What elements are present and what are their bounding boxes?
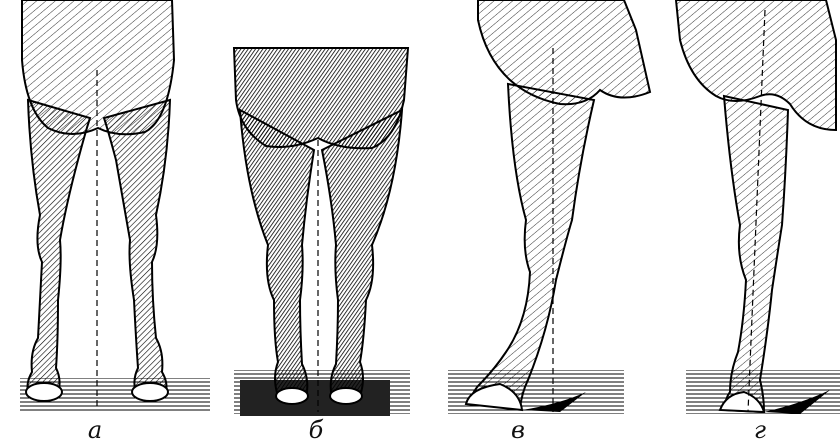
caption-v: в [498, 418, 538, 442]
ground-shadow [240, 380, 390, 416]
right-hoof [330, 388, 362, 404]
right-leg [104, 100, 170, 394]
panel-v-drawing [448, 0, 650, 414]
right-leg [322, 110, 402, 398]
left-hoof [276, 388, 308, 404]
shoulder [478, 0, 650, 104]
leg [470, 84, 594, 408]
left-hoof [26, 383, 62, 401]
panel-g-drawing [676, 0, 840, 414]
caption-a: а [75, 418, 115, 442]
caption-g: г [740, 418, 780, 442]
leg [724, 96, 788, 412]
panel-a-drawing [20, 0, 210, 412]
caption-b: б [296, 418, 336, 442]
panel-b-drawing [234, 48, 410, 416]
right-hoof [132, 383, 168, 401]
left-leg [28, 100, 91, 394]
left-leg [240, 110, 314, 398]
